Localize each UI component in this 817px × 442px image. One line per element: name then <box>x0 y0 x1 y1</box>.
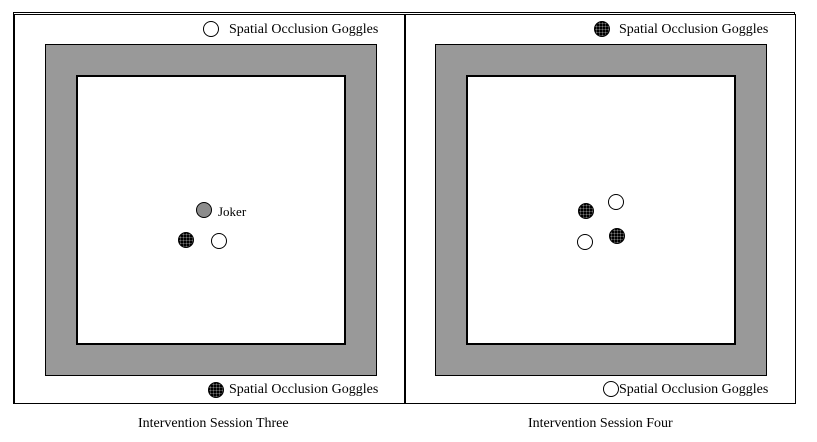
legend-white-marker <box>603 381 619 397</box>
player-light-marker <box>211 233 227 249</box>
player-dark-marker <box>578 203 594 219</box>
player-dark-marker <box>178 232 194 248</box>
player-light-marker <box>577 234 593 250</box>
playing-area-ring <box>435 44 767 376</box>
legend-bottom-label: Spatial Occlusion Goggles <box>619 382 769 397</box>
legend-top-label: Spatial Occlusion Goggles <box>619 22 769 37</box>
legend-black-marker <box>208 382 224 398</box>
caption-session-three: Intervention Session Three <box>138 416 289 431</box>
player-dark-marker <box>609 228 625 244</box>
playing-area-ring: Joker <box>45 44 377 376</box>
player-light-marker <box>608 194 624 210</box>
panel-session-three: Spatial Occlusion Goggles Joker Spatial … <box>14 14 405 404</box>
legend-top-label: Spatial Occlusion Goggles <box>229 22 379 37</box>
playing-court <box>466 75 736 345</box>
legend-black-marker <box>594 21 610 37</box>
legend-bottom-label: Spatial Occlusion Goggles <box>229 382 379 397</box>
joker-marker <box>196 202 212 218</box>
joker-label: Joker <box>218 204 247 219</box>
legend-white-marker <box>203 21 219 37</box>
panel-session-four: Spatial Occlusion Goggles Spatial Occlus… <box>405 14 796 404</box>
playing-court: Joker <box>76 75 346 345</box>
caption-session-four: Intervention Session Four <box>528 416 673 431</box>
